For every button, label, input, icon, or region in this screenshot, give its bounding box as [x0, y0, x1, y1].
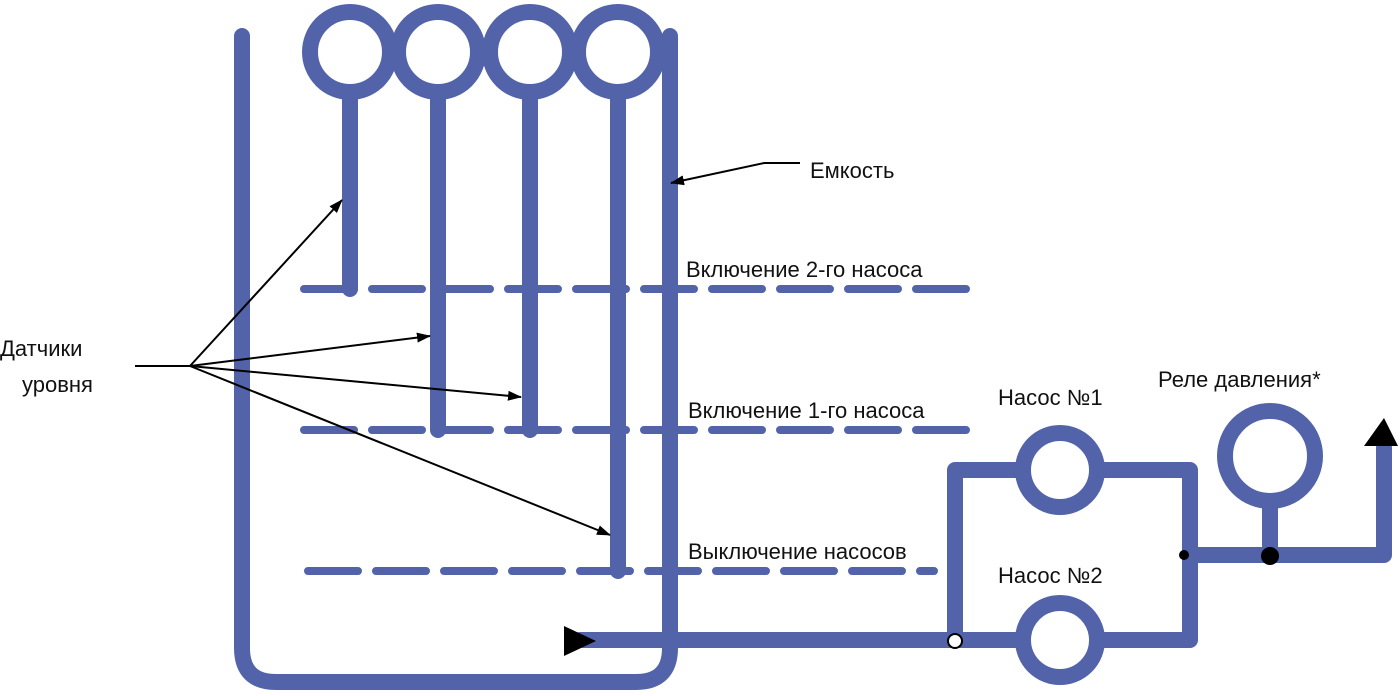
pressure-relay-junction [1261, 547, 1279, 565]
level-label-pump2-on: Включение 2-го насоса [686, 257, 923, 282]
suction-junction [947, 633, 963, 649]
level-sensor-4 [570, 4, 666, 579]
pump-1-icon [1015, 425, 1105, 515]
discharge-junction [1179, 550, 1189, 560]
pump-loop [947, 462, 1198, 648]
pump-1-label: Насос №1 [998, 385, 1103, 410]
pressure-relay-label: Реле давления* [1158, 367, 1321, 392]
tank-leader-arrow [670, 162, 765, 186]
level-label-pump1-on: Включение 1-го насоса [688, 398, 925, 423]
pressure-relay-icon [1217, 403, 1323, 509]
sensor-arrow-4 [189, 365, 611, 536]
inlet-arrow-icon [564, 626, 596, 656]
level-sensor-3 [482, 4, 578, 438]
pump-2-label: Насос №2 [998, 563, 1103, 588]
sensor-arrow-3 [189, 365, 522, 401]
discharge-pipe [1182, 440, 1392, 563]
level-label-pumps-off: Выключение насосов [688, 539, 907, 564]
sensor-arrow-2 [189, 332, 431, 367]
pump-2-icon [1015, 595, 1105, 685]
outlet-arrow-icon [1364, 418, 1398, 446]
tank-label: Емкость [810, 158, 894, 183]
sensors-label-line2: уровня [22, 372, 93, 397]
sensors-label-line1: Датчики [0, 336, 82, 361]
sensor-arrow-1 [189, 199, 343, 367]
tank-outline [234, 28, 678, 690]
level-sensor-2 [390, 4, 486, 438]
level-sensor-1 [302, 4, 398, 297]
